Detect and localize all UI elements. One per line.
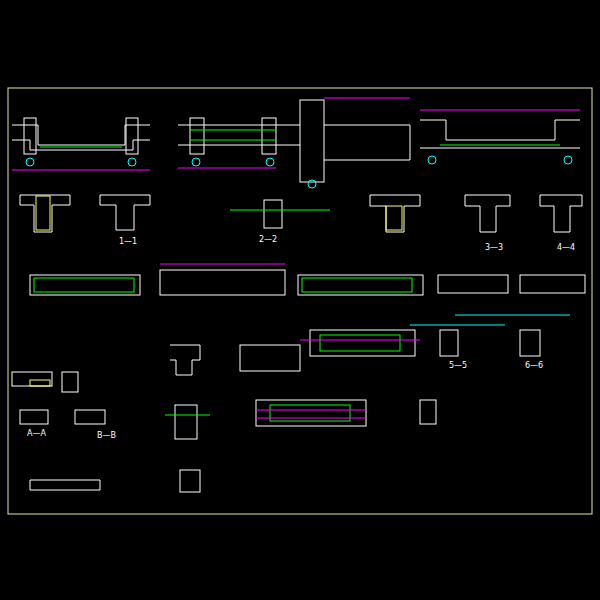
drawing-line <box>300 340 420 341</box>
section-mark: 6—6 <box>524 362 544 370</box>
section-mark: 2—2 <box>258 236 278 244</box>
drawing-line <box>24 118 36 154</box>
drawing-line <box>75 410 105 424</box>
drawing-line <box>30 480 100 490</box>
drawing-line <box>178 145 300 146</box>
drawing-line <box>12 140 150 150</box>
drawing-line <box>308 180 316 188</box>
drawing-line <box>165 415 210 416</box>
drawing-line <box>12 98 580 418</box>
drawing-line <box>420 110 580 111</box>
drawing-line <box>298 275 423 295</box>
drawing-line <box>440 145 560 146</box>
drawing-line <box>178 125 300 126</box>
drawing-line <box>30 196 402 386</box>
drawing-line <box>266 158 274 166</box>
drawing-line <box>520 275 585 293</box>
drawing-line <box>30 275 140 295</box>
drawing-line <box>324 98 410 99</box>
drawing-line <box>310 330 415 356</box>
drawing-line <box>175 405 197 439</box>
section-mark: 3—3 <box>484 244 504 252</box>
drawing-line <box>370 195 420 232</box>
drawing-line <box>420 148 580 149</box>
drawing-line <box>190 118 204 154</box>
drawing-line <box>12 125 150 145</box>
drawing-line <box>8 88 592 514</box>
drawing-line <box>100 195 150 230</box>
drawing-line <box>270 405 350 421</box>
drawing-line <box>264 200 282 228</box>
drawing-line <box>262 118 276 154</box>
drawing-line <box>178 168 276 169</box>
drawing-line <box>34 278 134 292</box>
drawing-line <box>465 195 510 232</box>
drawing-line <box>160 264 285 265</box>
drawing-line <box>256 418 366 419</box>
drawing-line <box>230 210 330 211</box>
drawing-line <box>410 325 505 326</box>
drawing-line <box>128 158 136 166</box>
drawing-line <box>126 118 138 154</box>
drawing-line <box>520 330 540 356</box>
drawing-line <box>256 410 366 411</box>
drawing-line <box>320 335 400 351</box>
drawing-line <box>36 196 50 230</box>
drawing-line <box>455 315 570 316</box>
drawing-line <box>540 195 582 232</box>
drawing-line <box>302 278 412 292</box>
section-mark: A—A <box>26 430 47 438</box>
drawing-line <box>160 270 285 295</box>
drawing-line <box>420 120 580 140</box>
drawing-line <box>564 156 572 164</box>
drawing-line <box>180 470 200 492</box>
drawing-line <box>30 380 50 386</box>
drawing-line <box>192 158 200 166</box>
section-mark: B—B <box>96 432 117 440</box>
drawing-line <box>240 345 300 371</box>
drawing-line <box>12 372 52 386</box>
drawing-line <box>438 275 508 293</box>
drawing-line <box>256 400 366 426</box>
drawing-line <box>20 410 48 424</box>
drawing-line <box>428 156 436 164</box>
drawing-line <box>170 345 200 375</box>
drawing-line <box>12 100 585 492</box>
section-mark: 1—1 <box>118 238 138 246</box>
drawing-line <box>190 140 276 141</box>
drawing-line <box>12 170 150 171</box>
drawing-line <box>26 158 34 166</box>
drawing-line <box>420 400 436 424</box>
section-mark: 5—5 <box>448 362 468 370</box>
drawing-line <box>324 125 410 160</box>
drawing-line <box>386 206 402 230</box>
section-mark: 4—4 <box>556 244 576 252</box>
drawing-line <box>440 330 458 356</box>
drawing-line <box>300 100 324 182</box>
drawing-line <box>26 156 572 325</box>
drawing-line <box>40 147 122 148</box>
drawing-line <box>62 372 78 392</box>
drawing-line <box>34 130 560 421</box>
drawing-line <box>20 195 70 232</box>
drawing-line <box>190 130 276 131</box>
